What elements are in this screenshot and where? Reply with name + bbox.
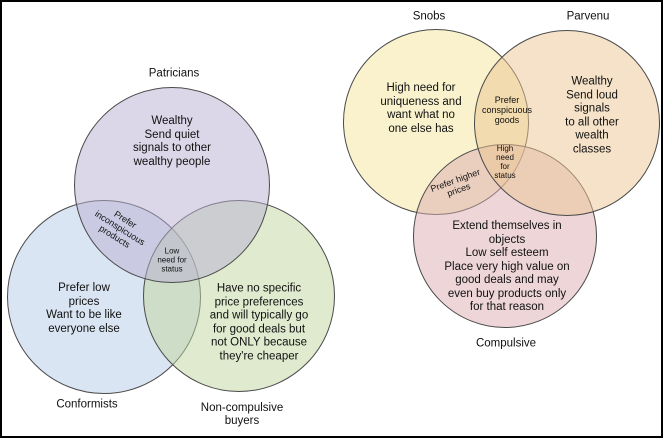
parvenu-text: Wealthy Send loud signals to all other w… <box>565 75 619 156</box>
snobs-label: Snobs <box>412 10 446 23</box>
patricians-circle <box>74 87 270 283</box>
snobs-parvenu-intersection-text: Prefer conspicuous goods <box>481 95 533 125</box>
non-compulsive-label: Non-compulsive buyers <box>200 402 284 427</box>
left-center-intersection-text: Low need for status <box>157 246 187 274</box>
conformists-label: Conformists <box>56 398 118 411</box>
patricians-label: Patricians <box>148 67 200 80</box>
conformists-text: Prefer low prices Want to be like everyo… <box>46 282 122 335</box>
compulsive-text: Extend themselves in objects Low self es… <box>444 219 570 313</box>
parvenu-label: Parvenu <box>566 10 610 23</box>
right-center-intersection-text: High need for status <box>494 144 516 180</box>
patricians-text: Wealthy Send quiet signals to other weal… <box>133 115 211 168</box>
non-compulsive-text: Have no specific price preferences and w… <box>209 282 309 363</box>
parvenu-circle <box>474 30 660 216</box>
compulsive-label: Compulsive <box>475 337 537 350</box>
snobs-text: High need for uniqueness and want what n… <box>380 82 462 135</box>
